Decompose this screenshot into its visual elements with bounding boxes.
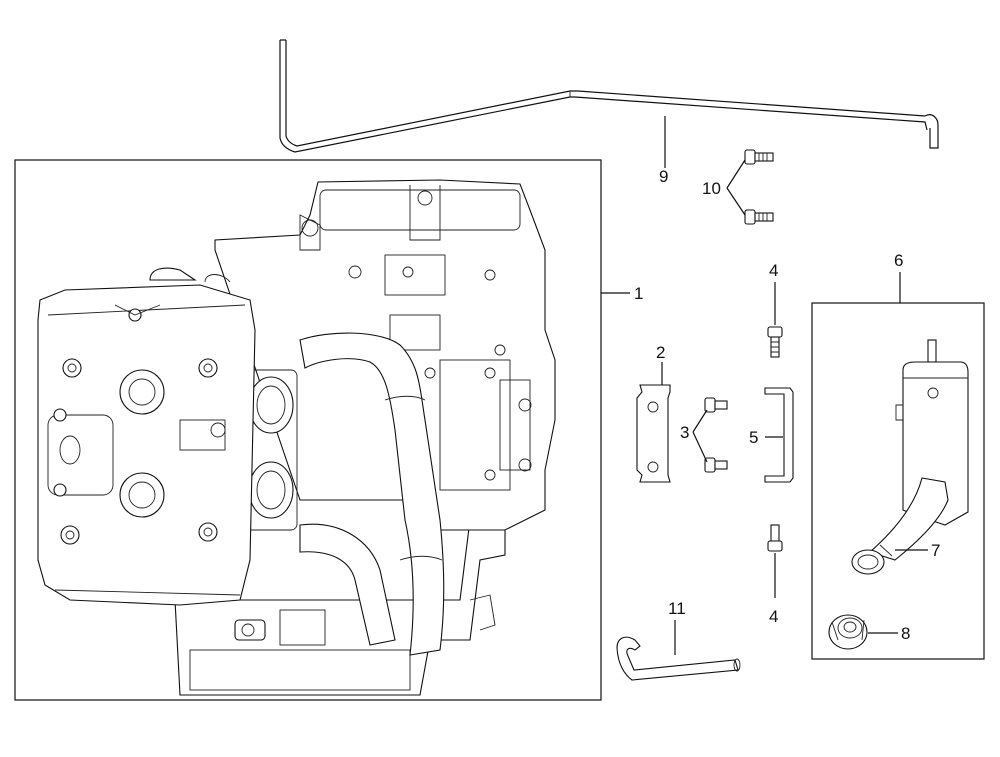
bolt-10-upper[interactable] — [744, 149, 774, 165]
bolt-3-lower[interactable] — [704, 457, 728, 473]
bolt-4-lower[interactable] — [767, 524, 783, 552]
label-part-4-bottom: 4 — [769, 607, 778, 626]
label-part-11: 11 — [668, 599, 686, 618]
label-part-9: 9 — [659, 167, 668, 186]
label-part-6: 6 — [894, 251, 903, 270]
label-part-10: 10 — [702, 179, 721, 198]
small-hose[interactable] — [616, 636, 741, 681]
label-part-8: 8 — [901, 624, 910, 643]
bolt-4-upper[interactable] — [767, 326, 783, 358]
bolt-10-lower[interactable] — [744, 209, 774, 225]
bolt-3-upper[interactable] — [704, 397, 728, 413]
label-part-7: 7 — [931, 541, 940, 560]
elbow-hose[interactable] — [851, 477, 949, 575]
label-part-2: 2 — [656, 343, 665, 362]
breather-separator[interactable] — [895, 339, 969, 526]
breather-tube[interactable] — [279, 39, 939, 153]
engine-assembly[interactable] — [37, 179, 556, 696]
label-part-5: 5 — [749, 428, 758, 447]
cap[interactable] — [828, 614, 868, 650]
label-part-3: 3 — [680, 423, 689, 442]
clip-bracket[interactable] — [764, 387, 794, 483]
separator-group-frame — [811, 302, 985, 660]
engine-group-frame — [14, 159, 602, 701]
label-part-4-top: 4 — [769, 261, 778, 280]
label-part-1: 1 — [634, 284, 643, 303]
mounting-bracket[interactable] — [636, 384, 671, 483]
